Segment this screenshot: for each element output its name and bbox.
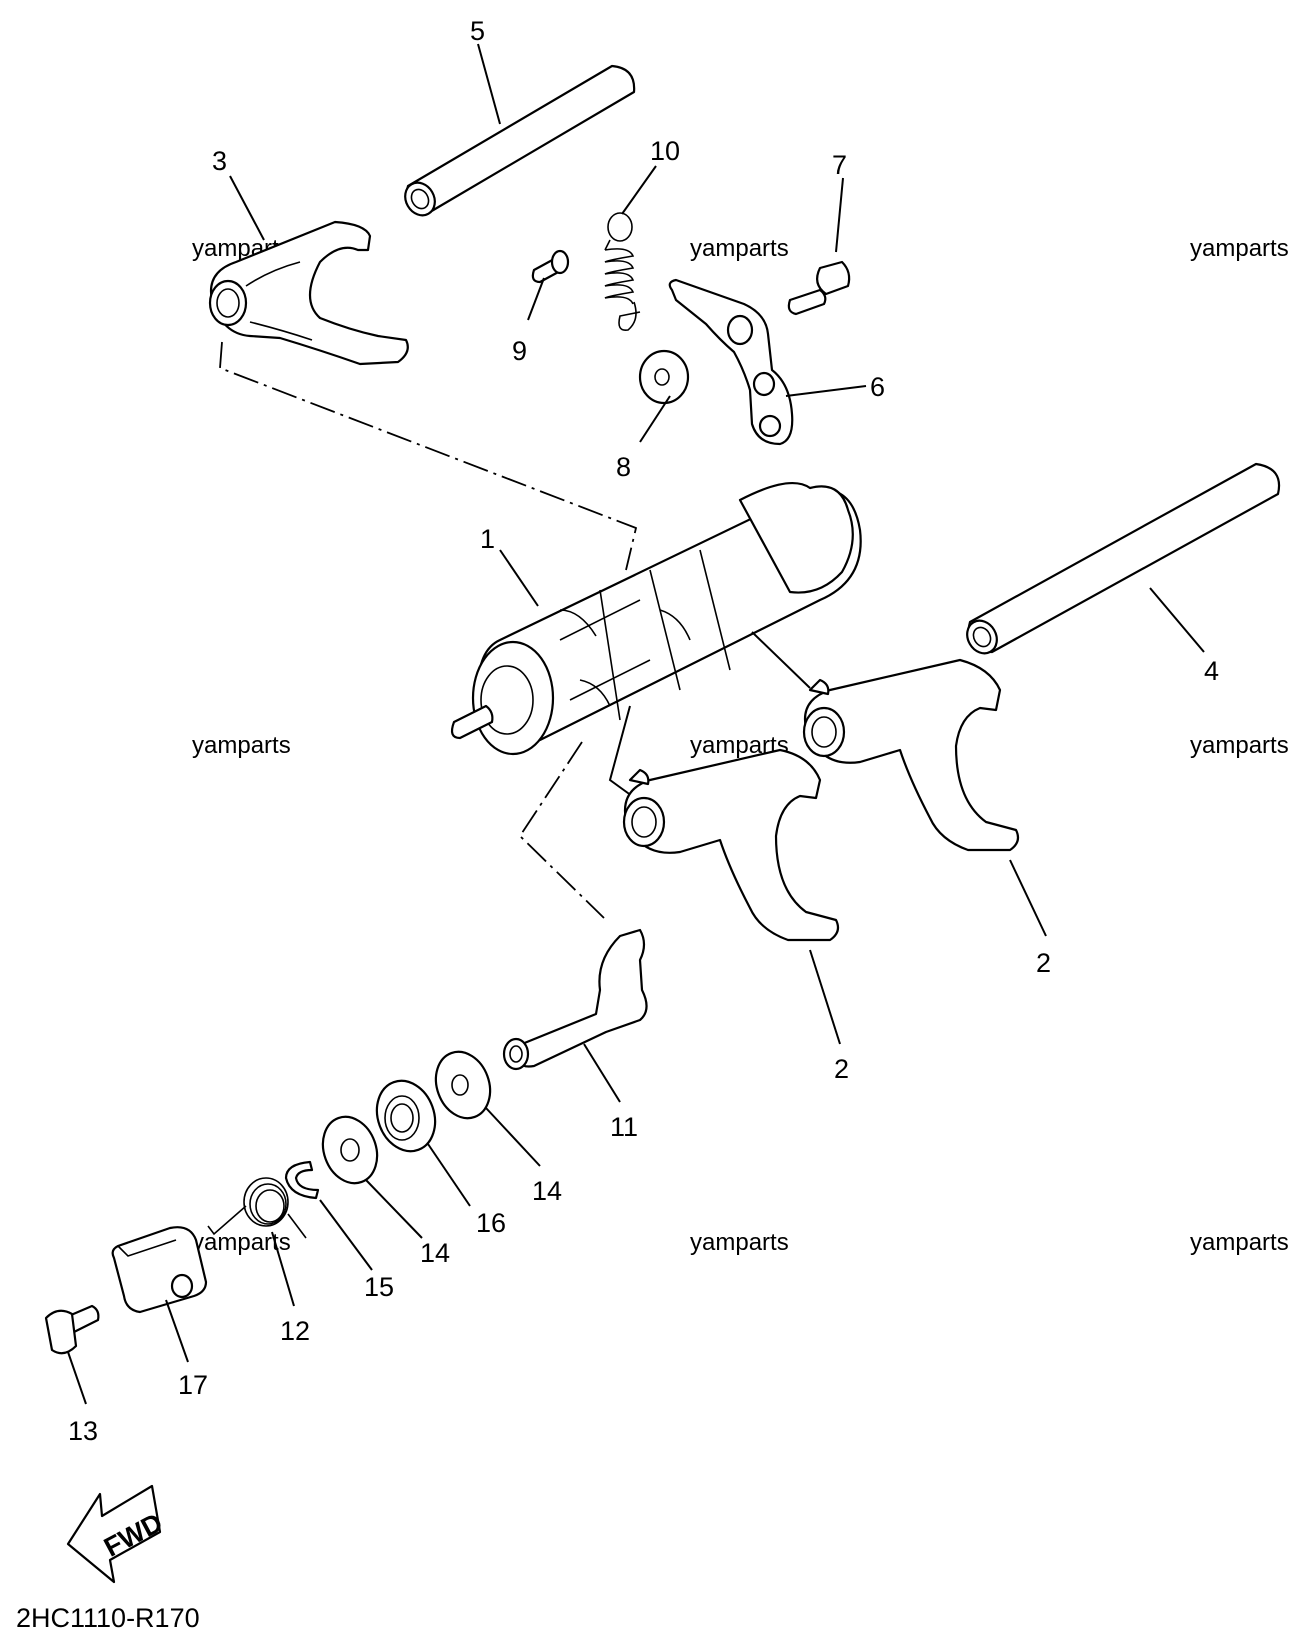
bolt-7 [787, 260, 851, 316]
bolt-13 [44, 1304, 100, 1355]
shift-fork-3 [208, 220, 409, 366]
washer-14 [434, 1050, 492, 1120]
shift-drum-1 [450, 482, 862, 756]
washer-14 [321, 1115, 379, 1185]
callout-14: 14 [532, 1176, 562, 1206]
oil-seal-16 [375, 1079, 437, 1153]
fwd-arrow-icon: FWD [66, 1484, 167, 1584]
callout-13: 13 [68, 1416, 98, 1446]
watermark: yamparts [1190, 1229, 1289, 1256]
watermark: yamparts [1190, 732, 1289, 759]
callout-12: 12 [280, 1316, 310, 1346]
guide-bar-5 [404, 64, 636, 217]
callout-14: 14 [420, 1238, 450, 1268]
leader-lines [67, 43, 1205, 1405]
shift-fork-2 [622, 748, 840, 942]
watermark: yamparts [690, 1229, 789, 1256]
callout-16: 16 [476, 1208, 506, 1238]
callout-9: 9 [512, 336, 527, 366]
callout-5: 5 [470, 16, 485, 46]
circlip-15 [284, 1160, 320, 1200]
watermark: yamparts [690, 235, 789, 262]
watermark: yamparts [1190, 235, 1289, 262]
callout-4: 4 [1204, 656, 1219, 686]
ref-line [219, 341, 638, 571]
callout-2: 2 [834, 1054, 849, 1084]
spring-10 [604, 212, 641, 332]
callout-7: 7 [832, 150, 847, 180]
lever-6 [668, 278, 794, 446]
ref-line [608, 705, 633, 797]
callout-2: 2 [1036, 948, 1051, 978]
callout-11: 11 [610, 1112, 638, 1142]
torsion-spring-12 [207, 1177, 307, 1239]
bolt-9 [531, 249, 570, 284]
callout-8: 8 [616, 452, 631, 482]
callout-15: 15 [364, 1272, 394, 1302]
diagram-code: 2HC1110-R170 [16, 1603, 200, 1633]
washer-8 [638, 349, 690, 405]
callout-3: 3 [212, 146, 227, 176]
shift-fork-2 [802, 658, 1020, 852]
callout-10: 10 [650, 136, 680, 166]
ref-line [751, 631, 811, 689]
shift-shaft-11 [502, 928, 648, 1071]
callout-1: 1 [480, 524, 495, 554]
callout-6: 6 [870, 372, 885, 402]
callout-17: 17 [178, 1370, 208, 1400]
guide-bar-4 [966, 462, 1281, 655]
ref-line [518, 741, 605, 919]
watermark: yamparts [192, 732, 291, 759]
stopper-lever-17 [111, 1226, 208, 1314]
